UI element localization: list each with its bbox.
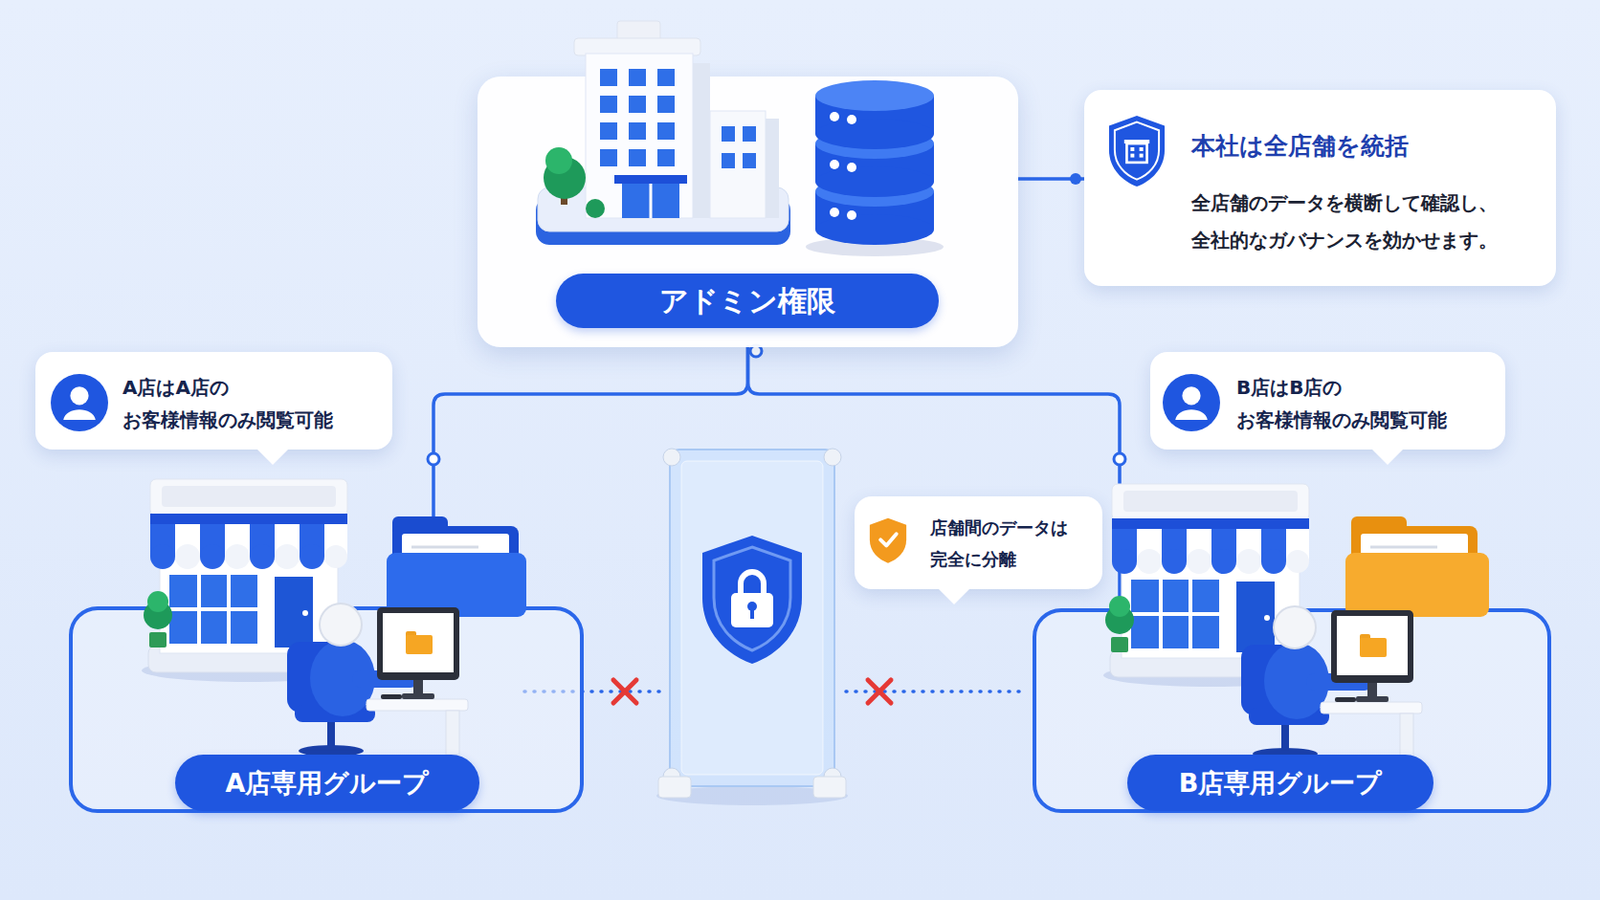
connector-line [748, 347, 1121, 609]
illustration-use [1103, 484, 1489, 760]
line-shape [867, 680, 891, 704]
connector-line [433, 347, 749, 607]
circle-shape [823, 448, 842, 467]
path-shape [740, 572, 764, 596]
rect-shape [813, 777, 846, 799]
store-callout: B店はB店の お客様情報のみ閲覧可能 [1150, 352, 1506, 450]
group-pill: B店専用グループ [1127, 755, 1434, 812]
callout-icon [1162, 374, 1221, 432]
illustration-use [141, 479, 527, 757]
group-pill: A店専用グループ [175, 755, 480, 812]
line-shape [845, 689, 1026, 694]
circle-shape [663, 448, 681, 467]
ellipse-shape [656, 786, 848, 806]
callout-text: A店はA店の お客様情報のみ閲覧可能 [122, 371, 374, 437]
circle-shape [823, 768, 842, 786]
rect-shape [669, 449, 835, 787]
connector-line [1018, 177, 1085, 181]
icon-use [1162, 374, 1221, 432]
callout-body: 全店舗のデータを横断して確認し、 全社的なガバナンスを効かせます。 [1191, 184, 1522, 260]
icon-use [869, 518, 907, 564]
circle-shape [663, 768, 681, 786]
callout-tail [937, 572, 971, 605]
joint-dot [1113, 453, 1126, 466]
isolation-callout: 店舗間のデータは 完全に分離 [854, 496, 1103, 590]
callout-icon [866, 516, 910, 565]
hq-callout: 本社は全店舗を統括全店舗のデータを横断して確認し、 全社的なガバナンスを効かせま… [1084, 89, 1556, 287]
store-group: A店専用グループ [68, 606, 584, 814]
store-group: B店専用グループ [1032, 608, 1552, 814]
rect-shape [681, 461, 823, 776]
joint-dot [1069, 173, 1082, 185]
circle-shape [747, 601, 757, 612]
callout-text: B店はB店の お客様情報のみ閲覧可能 [1236, 371, 1488, 437]
callout-text: 店舗間のデータは 完全に分離 [930, 511, 1095, 576]
callout-tail [1371, 432, 1404, 466]
icon-use [50, 374, 109, 432]
role-pill: アドミン権限 [555, 273, 939, 329]
callout-tail [256, 432, 289, 466]
rect-shape [750, 608, 755, 620]
joint-dot [427, 453, 440, 466]
icon-use [1109, 115, 1165, 187]
callout-icon [50, 374, 109, 432]
callout-icon [1105, 111, 1169, 192]
rect-shape [731, 593, 774, 628]
admin-panel: アドミン権限 [477, 76, 1019, 348]
path-shape [702, 535, 802, 665]
store-callout: A店はA店の お客様情報のみ閲覧可能 [35, 352, 393, 450]
line-shape [613, 680, 637, 704]
line-shape [613, 680, 637, 704]
illustration-use [535, 21, 944, 257]
rect-shape [658, 777, 691, 799]
callout-title: 本社は全店舗を統括 [1191, 130, 1546, 162]
line-shape [867, 680, 891, 704]
path-shape [713, 547, 791, 651]
